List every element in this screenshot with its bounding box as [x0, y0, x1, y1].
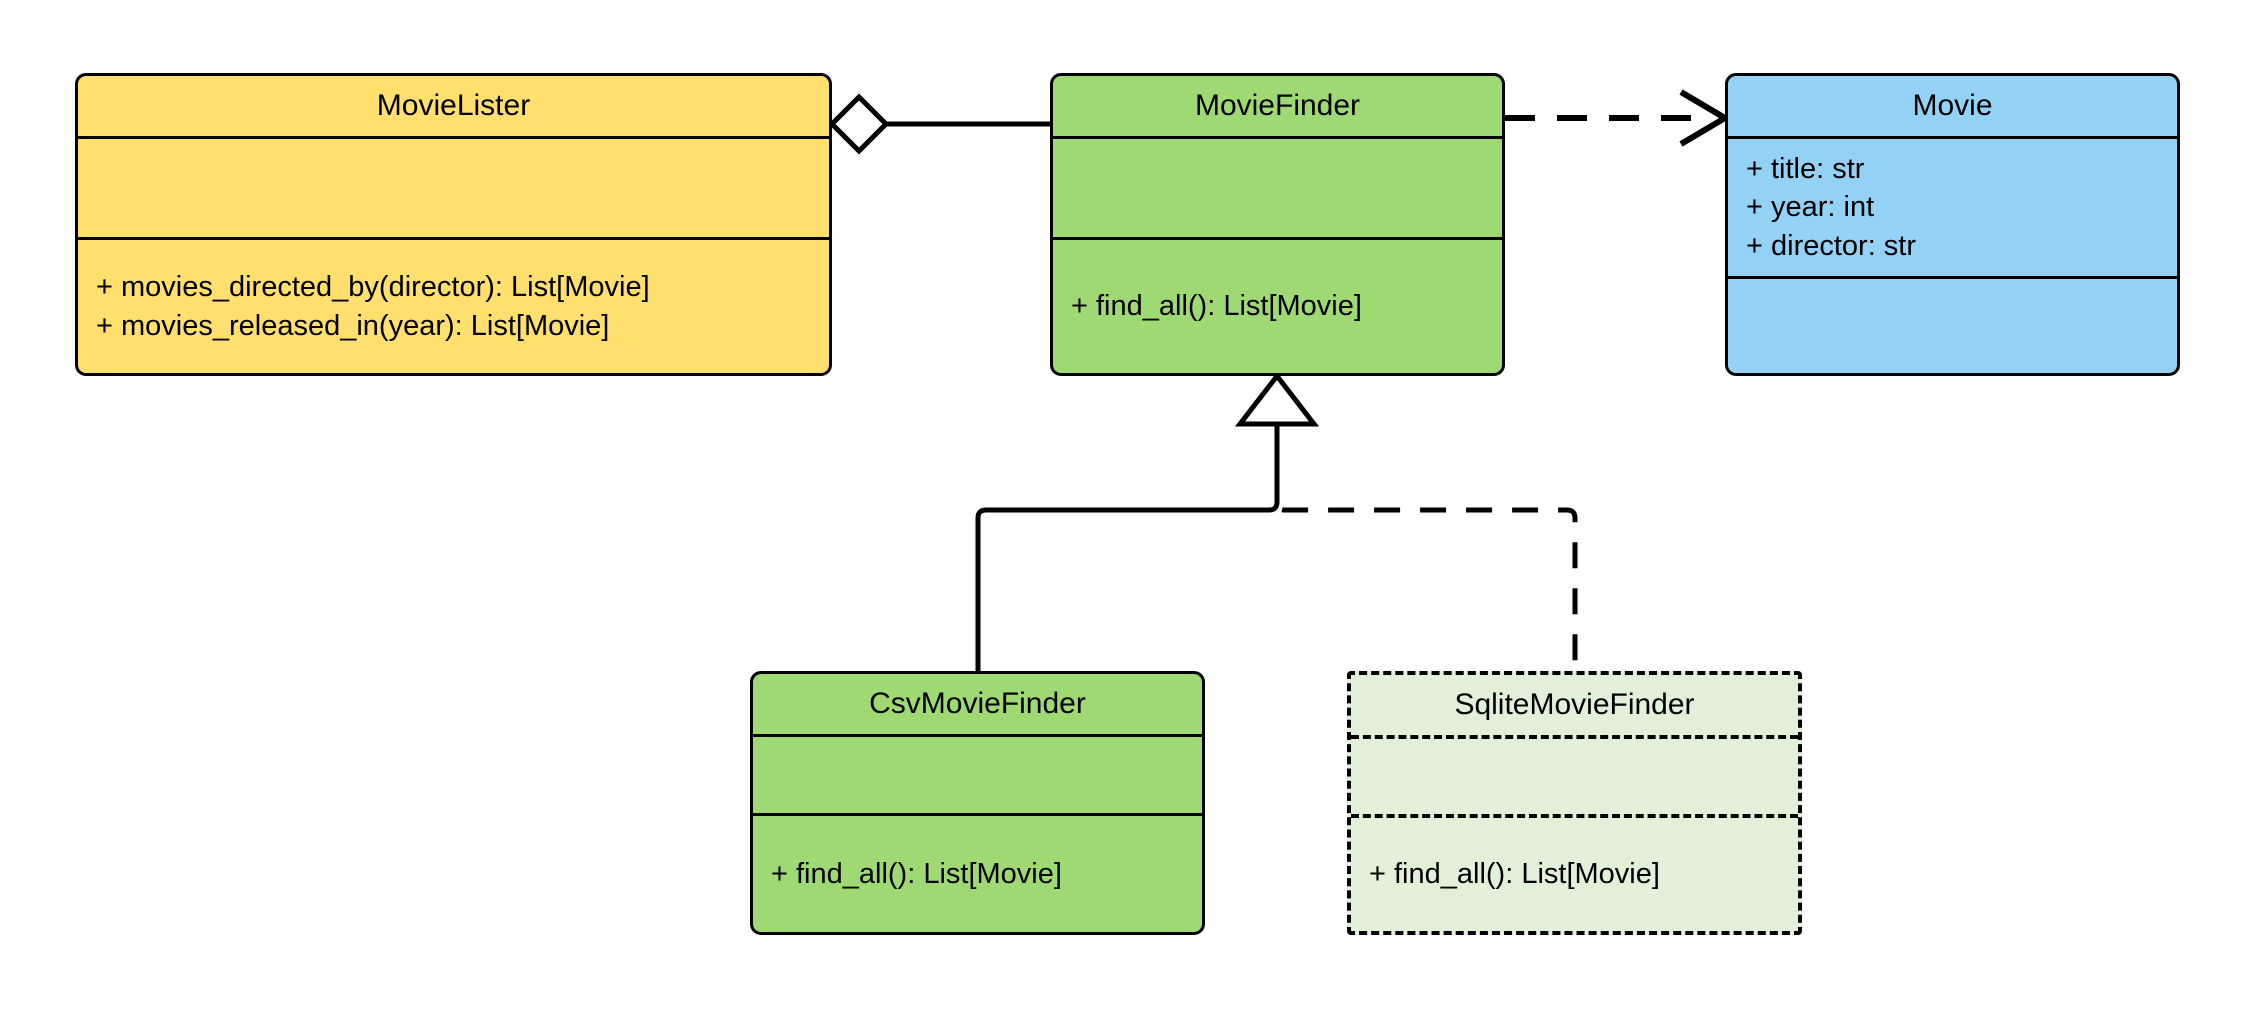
dependency-moviefinder-movie [1505, 89, 1731, 147]
class-attributes-compartment [753, 734, 1202, 813]
hollow-triangle-icon [1234, 371, 1320, 427]
class-title-compartment: Movie [1728, 76, 2177, 136]
attribute-row: + year: int [1746, 191, 1875, 224]
class-title-compartment: CsvMovieFinder [753, 674, 1202, 734]
operation-row: + find_all(): List[Movie] [1071, 290, 1362, 323]
class-name-moviefinder: MovieFinder [1194, 88, 1361, 122]
class-operations-compartment: + find_all(): List[Movie] [1053, 237, 1502, 373]
class-title-compartment: MovieLister [78, 76, 829, 136]
class-title-compartment: MovieFinder [1053, 76, 1502, 136]
class-attributes-compartment: + title: str + year: int + director: str [1728, 136, 2177, 276]
class-box-movie[interactable]: Movie + title: str + year: int + directo… [1725, 73, 2180, 376]
attribute-row: + director: str [1746, 229, 1917, 262]
class-box-movielister[interactable]: MovieLister + movies_directed_by(directo… [75, 73, 832, 376]
class-name-movielister: MovieLister [376, 88, 531, 122]
operation-row: + movies_directed_by(director): List[Mov… [96, 270, 650, 303]
class-box-csvmoviefinder[interactable]: CsvMovieFinder + find_all(): List[Movie] [750, 671, 1205, 935]
operation-row: + find_all(): List[Movie] [1369, 858, 1660, 891]
class-operations-compartment: + find_all(): List[Movie] [1351, 814, 1798, 931]
class-operations-compartment [1728, 276, 2177, 373]
operation-row: + movies_released_in(year): List[Movie] [96, 309, 610, 342]
class-name-sqlitemoviefinder: SqliteMovieFinder [1454, 687, 1695, 721]
class-attributes-compartment [78, 136, 829, 237]
class-name-movie: Movie [1912, 88, 1993, 122]
class-box-moviefinder[interactable]: MovieFinder + find_all(): List[Movie] [1050, 73, 1505, 376]
operation-row: + find_all(): List[Movie] [771, 857, 1062, 890]
hollow-diamond-icon [828, 93, 890, 155]
class-operations-compartment: + movies_directed_by(director): List[Mov… [78, 237, 829, 373]
class-box-sqlitemoviefinder[interactable]: SqliteMovieFinder + find_all(): List[Mov… [1347, 671, 1802, 935]
class-attributes-compartment [1053, 136, 1502, 237]
inheritance-line-sqlite [1274, 420, 1578, 671]
aggregation-movielister-moviefinder [828, 93, 1053, 155]
class-name-csvmoviefinder: CsvMovieFinder [869, 686, 1086, 720]
class-operations-compartment: + find_all(): List[Movie] [753, 813, 1202, 932]
class-attributes-compartment [1351, 735, 1798, 814]
inheritance-line-csv [975, 420, 1280, 671]
inheritance-csvmoviefinder-moviefinder [975, 420, 1280, 671]
attribute-row: + title: str [1746, 152, 1865, 185]
inheritance-sqlitemoviefinder-moviefinder [1274, 420, 1578, 671]
class-title-compartment: SqliteMovieFinder [1351, 675, 1798, 735]
